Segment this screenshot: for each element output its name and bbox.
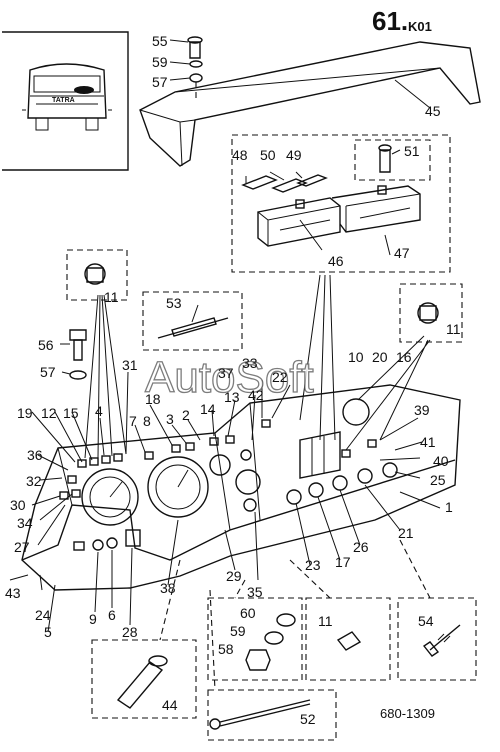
callout-39: 39 [414, 402, 430, 418]
callout-52: 52 [300, 711, 316, 727]
callout-41: 41 [420, 434, 436, 450]
callout-4: 4 [95, 403, 103, 419]
callout-36: 36 [27, 447, 43, 463]
drawing-number: 680-1309 [380, 706, 435, 721]
detail-screw-54 [397, 539, 477, 681]
truck-brand-label: TATRA [52, 97, 75, 104]
page-suffix: K01 [408, 19, 432, 34]
callout-23: 23 [305, 557, 321, 573]
callout-34: 34 [17, 515, 33, 531]
callout-15: 15 [63, 405, 79, 421]
callout-25: 25 [430, 472, 446, 488]
detail-cable-52 [207, 589, 337, 741]
detail-44 [91, 559, 197, 719]
truck-inset: TATRA [2, 31, 129, 171]
callout-46: 46 [328, 253, 344, 269]
callout-5: 5 [44, 624, 52, 640]
callout-35: 35 [247, 584, 263, 600]
callout-43: 43 [5, 585, 21, 601]
callout-7: 7 [129, 413, 137, 429]
callout-28: 28 [122, 624, 138, 640]
callout-11-clip: 11 [318, 613, 333, 629]
callout-48: 48 [232, 147, 248, 163]
callout-12: 12 [41, 405, 57, 421]
callout-22: 22 [272, 369, 288, 385]
callout-31: 31 [122, 357, 138, 373]
callout-53: 53 [166, 295, 182, 311]
callout-10: 10 [348, 349, 364, 365]
callout-51: 51 [404, 143, 420, 159]
callout-50: 50 [260, 147, 276, 163]
callout-1: 1 [445, 499, 453, 515]
callout-57: 57 [152, 74, 168, 90]
callout-17: 17 [335, 554, 351, 570]
callout-45: 45 [425, 103, 441, 119]
dashboard-panel [21, 384, 461, 591]
page-number: 61. [372, 6, 408, 36]
callout-2: 2 [182, 407, 190, 423]
callout-57-lower: 57 [40, 364, 56, 380]
fuse-box-group [231, 134, 451, 273]
callout-20: 20 [372, 349, 388, 365]
callout-58: 58 [218, 641, 234, 657]
callout-19: 19 [17, 405, 33, 421]
callout-6: 6 [108, 607, 116, 623]
callout-16: 16 [396, 349, 412, 365]
callout-49: 49 [286, 147, 302, 163]
callout-8: 8 [143, 413, 151, 429]
callout-59: 59 [152, 54, 168, 70]
callout-27: 27 [14, 539, 30, 555]
callout-9: 9 [89, 611, 97, 627]
callout-24: 24 [35, 607, 51, 623]
callout-13: 13 [224, 389, 240, 405]
cover-visor-assembly [139, 36, 481, 167]
callout-56: 56 [38, 337, 54, 353]
callout-3: 3 [166, 411, 174, 427]
callout-numbers: 55 59 57 45 48 50 49 51 46 47 11 53 11 5… [5, 33, 461, 727]
sensor-detail-53 [142, 291, 243, 351]
callout-54: 54 [418, 613, 434, 629]
callout-11-bulb-right: 11 [446, 321, 461, 337]
callout-18: 18 [145, 391, 161, 407]
callout-14: 14 [200, 401, 216, 417]
bulb-detail-left [66, 249, 128, 301]
callout-26: 26 [353, 539, 369, 555]
callout-29: 29 [226, 568, 242, 584]
callout-60: 60 [240, 605, 256, 621]
callout-30: 30 [10, 497, 26, 513]
callout-11-bulb-left: 11 [104, 289, 119, 305]
callout-47: 47 [394, 245, 410, 261]
callout-32: 32 [26, 473, 42, 489]
callout-33: 33 [242, 355, 258, 371]
callout-21: 21 [398, 525, 414, 541]
bolt-56-and-washer [60, 329, 87, 380]
callout-40: 40 [433, 453, 449, 469]
callout-37: 37 [218, 365, 234, 381]
callout-55: 55 [152, 33, 168, 49]
detail-clip-11 [289, 559, 391, 681]
bulb-detail-right [399, 283, 463, 343]
watermark: AutoSoft [145, 353, 314, 402]
callout-44: 44 [162, 697, 178, 713]
callout-42: 42 [248, 387, 264, 403]
leader-lines [9, 274, 441, 633]
callout-59-lower: 59 [230, 623, 246, 639]
detail-nut-washers [207, 579, 303, 681]
callout-38: 38 [160, 580, 176, 596]
